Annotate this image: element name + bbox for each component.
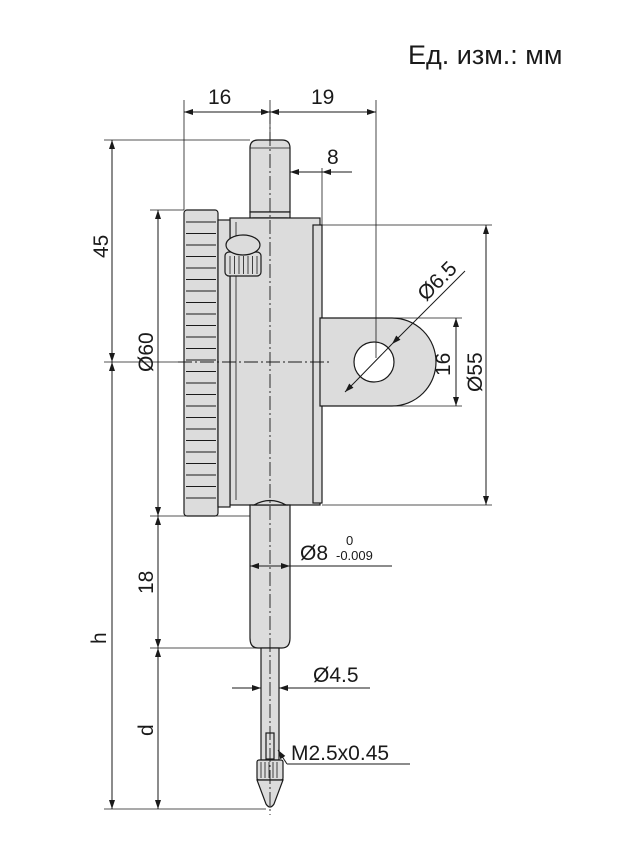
bezel [183,209,219,517]
dim-lug-height: 16 [432,353,455,376]
dim-total-height: h [88,632,111,644]
dim-stem-diameter: Ø8 [300,542,328,565]
dim-stem-length: 18 [135,571,158,594]
dim-spindle-diameter: Ø4.5 [313,664,359,687]
bezel-knurl [186,221,216,499]
dim-spindle-length: d [135,724,158,736]
dim-stem-tol-lower: -0.009 [336,548,373,563]
dim-left-offset: 16 [208,86,231,109]
units-label: Ед. изм.: мм [408,40,563,70]
dim-right-offset: 19 [311,86,334,109]
dim-stem-tol-upper: 0 [346,533,353,548]
dim-height-top: 45 [90,235,113,258]
dim-stem-top: 8 [327,146,339,169]
dim-thread: M2.5x0.45 [291,742,389,765]
dim-case-diameter: Ø55 [464,352,487,392]
dim-bezel-diameter: Ø60 [135,332,158,372]
